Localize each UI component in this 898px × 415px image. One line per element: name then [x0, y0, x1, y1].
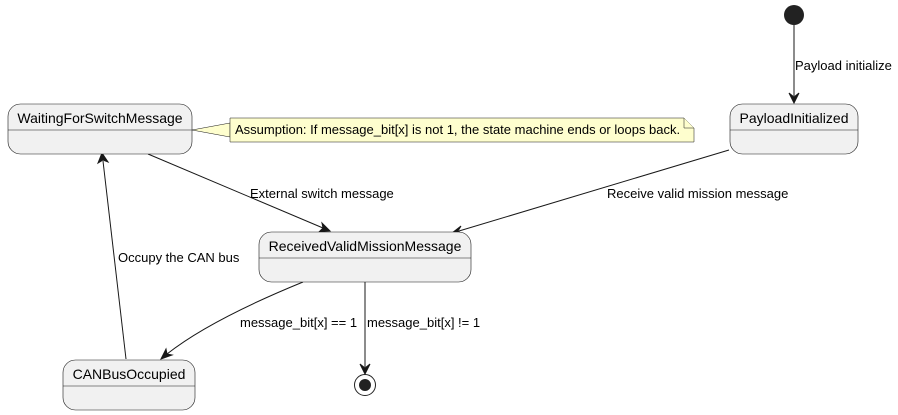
assumption-note: Assumption: If message_bit[x] is not 1, …	[229, 117, 695, 143]
label-payload-initialize: Payload initialize	[795, 58, 892, 73]
state-name: WaitingForSwitchMessage	[17, 110, 182, 126]
label-receive-valid-mission: Receive valid mission message	[607, 186, 788, 201]
label-bit-equals-one: message_bit[x] == 1	[240, 315, 357, 330]
edge-canbus-to-waiting	[96, 151, 127, 360]
note-text: Assumption: If message_bit[x] is not 1, …	[235, 122, 680, 137]
state-payload-initialized: PayloadInitialized	[729, 103, 859, 155]
edge-initial-to-payload	[788, 25, 800, 105]
label-occupy-can-bus: Occupy the CAN bus	[118, 250, 240, 265]
edge-received-to-final	[359, 282, 371, 376]
edge-waiting-to-received	[147, 153, 332, 233]
note-connector	[191, 122, 231, 138]
state-name: CANBusOccupied	[73, 366, 186, 382]
final-state	[354, 374, 376, 396]
edge-received-to-canbus	[159, 281, 304, 360]
initial-state	[784, 5, 804, 25]
state-received-valid-mission-message: ReceivedValidMissionMessage	[258, 231, 472, 283]
label-external-switch: External switch message	[250, 186, 394, 201]
state-waiting-for-switch-message: WaitingForSwitchMessage	[7, 103, 193, 155]
state-name: ReceivedValidMissionMessage	[269, 238, 462, 254]
label-bit-not-one: message_bit[x] != 1	[367, 315, 480, 330]
state-name: PayloadInitialized	[740, 110, 849, 126]
state-can-bus-occupied: CANBusOccupied	[62, 359, 196, 411]
